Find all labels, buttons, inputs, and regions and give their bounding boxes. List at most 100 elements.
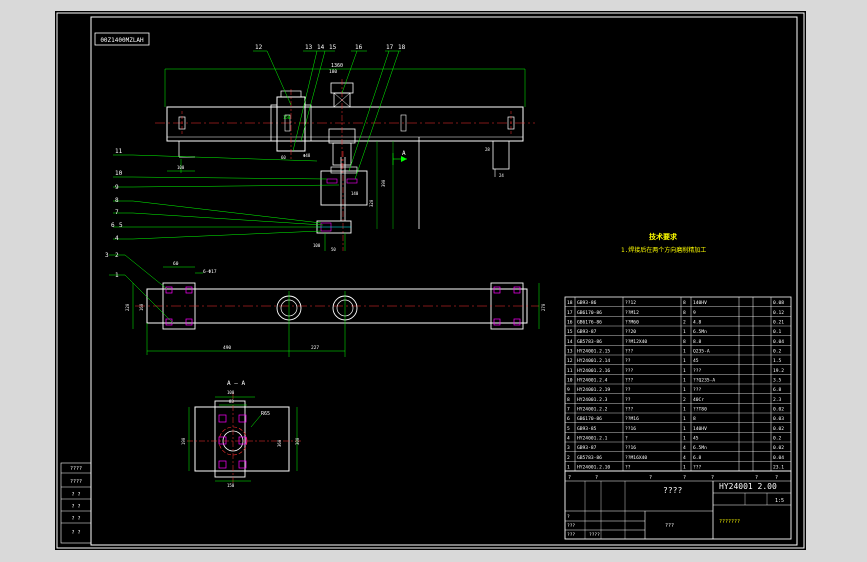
org-label: ??????? bbox=[719, 519, 740, 525]
bom-cell: 8 bbox=[567, 397, 570, 403]
dim-label: 100 bbox=[313, 243, 321, 248]
bom-cell: 140HV bbox=[693, 426, 707, 432]
bom-cell: ?? bbox=[625, 465, 631, 471]
bom-cell: GB5783-86 bbox=[577, 339, 602, 345]
cad-viewport[interactable]: 00Z1400MZLAH ???? ???? ? ? ? ? ? ? ? ? 1… bbox=[55, 11, 806, 550]
balloon-leaders-left bbox=[113, 154, 340, 240]
dim-label: 227 bbox=[311, 345, 319, 351]
bom-cell: GB93-87 bbox=[577, 445, 597, 451]
bom-cell: ?? bbox=[625, 358, 631, 364]
bom-cell: 2.3 bbox=[773, 397, 782, 403]
balloon: 18 bbox=[398, 44, 406, 51]
balloon: 6 bbox=[111, 222, 115, 229]
bom-header: ? bbox=[755, 475, 758, 481]
bom-cell: ??? bbox=[625, 378, 634, 384]
balloon: 14 bbox=[317, 44, 325, 51]
bom-cell: 3.5 bbox=[773, 378, 782, 384]
bom-header: ? bbox=[775, 475, 778, 481]
bom-cell: 8 bbox=[683, 310, 686, 316]
dim-label: 100 bbox=[227, 390, 235, 395]
dim-label: 390 bbox=[381, 179, 386, 187]
bom-cell: 3 bbox=[567, 445, 570, 451]
bom-cell: 6.8 bbox=[693, 455, 702, 461]
bom-cell: 6.5Mn bbox=[693, 445, 707, 451]
bom-cell: 1 bbox=[683, 426, 686, 432]
bom-cell: 0.04 bbox=[773, 455, 784, 461]
dim-width: 1360 bbox=[331, 63, 343, 69]
dim-label: 160 bbox=[139, 303, 144, 311]
bom-cell: 4 bbox=[567, 436, 570, 442]
bom-cell: 15 bbox=[567, 329, 573, 335]
bom-header: ? bbox=[683, 475, 686, 481]
bom-cell: 4 bbox=[683, 455, 686, 461]
balloon: 10 bbox=[115, 170, 123, 177]
bom-cell: 8 bbox=[683, 300, 686, 306]
section-title: A — A bbox=[227, 380, 245, 387]
bom-cell: 0.12 bbox=[773, 310, 784, 316]
bom-cell: ??16 bbox=[625, 445, 636, 451]
bom-cell: ??? bbox=[693, 368, 702, 374]
bom-cell: 6 bbox=[567, 416, 570, 422]
bom-cell: ??? bbox=[625, 349, 634, 355]
bom-cell: 0.08 bbox=[773, 300, 784, 306]
code-box-text: 00Z1400MZLAH bbox=[100, 37, 144, 44]
bom-cell: GB6170-86 bbox=[577, 310, 602, 316]
title-block: ???? HY24001 2.00 1:5 ??? ??????? ? ??? … bbox=[564, 470, 792, 540]
bom-cell: 1 bbox=[567, 465, 570, 471]
dim-label: 320 bbox=[369, 199, 374, 207]
bom-cell: ??20 bbox=[625, 329, 636, 335]
bom-cell: GB93-85 bbox=[577, 426, 597, 432]
bom-cell: 1 bbox=[683, 387, 686, 393]
bom-cell: 1 bbox=[683, 349, 686, 355]
bom-cell: 5 bbox=[567, 426, 570, 432]
bom-cell: 1 bbox=[683, 358, 686, 364]
bom-cell: 18 bbox=[567, 300, 573, 306]
bom-cell: 11 bbox=[567, 368, 573, 374]
balloon: 11 bbox=[115, 148, 123, 155]
balloon: 15 bbox=[329, 44, 337, 51]
plan-view: 490 227 60 6-Φ17 220 160 270 bbox=[109, 254, 546, 357]
bom-cell: 6.5Mn bbox=[693, 329, 707, 335]
dim-label: 60 bbox=[281, 155, 286, 160]
bom-cell: 17 bbox=[567, 310, 573, 316]
dim-label: 83 bbox=[229, 399, 234, 404]
bom-cell: 1 bbox=[683, 368, 686, 374]
left-strip-cell: ? ? bbox=[71, 492, 80, 498]
dim-label: 180 bbox=[329, 69, 337, 75]
bom-header: ? bbox=[568, 475, 571, 481]
left-strip-cell: ? ? bbox=[71, 530, 80, 536]
bom-cell: HY24001.2.19 bbox=[577, 387, 610, 393]
balloon: 7 bbox=[115, 209, 119, 216]
bom-cell: ??M60 bbox=[625, 320, 639, 326]
dim-label: 100 bbox=[177, 165, 185, 170]
bom-cell: 0.2 bbox=[773, 349, 782, 355]
bom-cell: HY24001.2.4 bbox=[577, 378, 608, 384]
bom-cell: 0.04 bbox=[773, 339, 784, 345]
inner-frame bbox=[90, 16, 798, 546]
bom-cell: ??Q235-A bbox=[693, 378, 715, 384]
bom-cell: GB93-86 bbox=[577, 300, 597, 306]
bom-cell: HY24001.2.10 bbox=[577, 465, 610, 471]
bom-cell: ??M16X40 bbox=[625, 455, 647, 461]
dim-label: 28 bbox=[485, 147, 490, 152]
title-row: ??? bbox=[567, 532, 575, 538]
bom-cell: ??? bbox=[693, 465, 702, 471]
bom-cell: 2 bbox=[683, 397, 686, 403]
bom-cell: 7 bbox=[567, 407, 570, 413]
bom-cell: 2 bbox=[683, 320, 686, 326]
balloon: 9 bbox=[115, 184, 119, 191]
bom-cell: GB5783-86 bbox=[577, 455, 602, 461]
dim-label: 140 bbox=[351, 191, 359, 196]
bom-cell: 1 bbox=[683, 465, 686, 471]
mid-bracket bbox=[320, 170, 368, 206]
dim-label: 190 bbox=[181, 437, 186, 445]
dim-label: 220 bbox=[125, 303, 130, 311]
bom-cell: 0.02 bbox=[773, 407, 784, 413]
bom-cell: HY24001.2.14 bbox=[577, 358, 610, 364]
code-box bbox=[94, 32, 150, 46]
bom-cell: ??? bbox=[625, 368, 634, 374]
scale: 1:5 bbox=[775, 498, 784, 504]
bom-cell: 0.21 bbox=[773, 320, 784, 326]
cad-drawing: 00Z1400MZLAH ???? ???? ? ? ? ? ? ? ? ? 1… bbox=[56, 12, 805, 549]
